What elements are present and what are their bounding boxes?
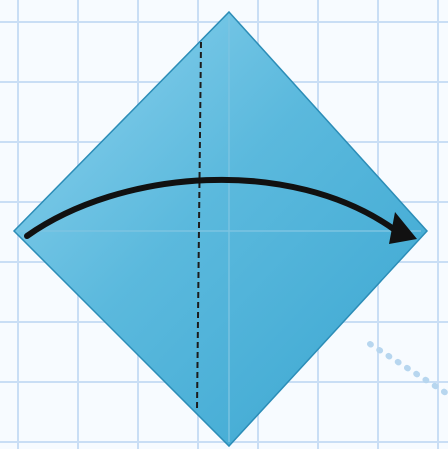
origami-step-diagram (0, 0, 448, 449)
diagram-canvas (0, 0, 448, 449)
